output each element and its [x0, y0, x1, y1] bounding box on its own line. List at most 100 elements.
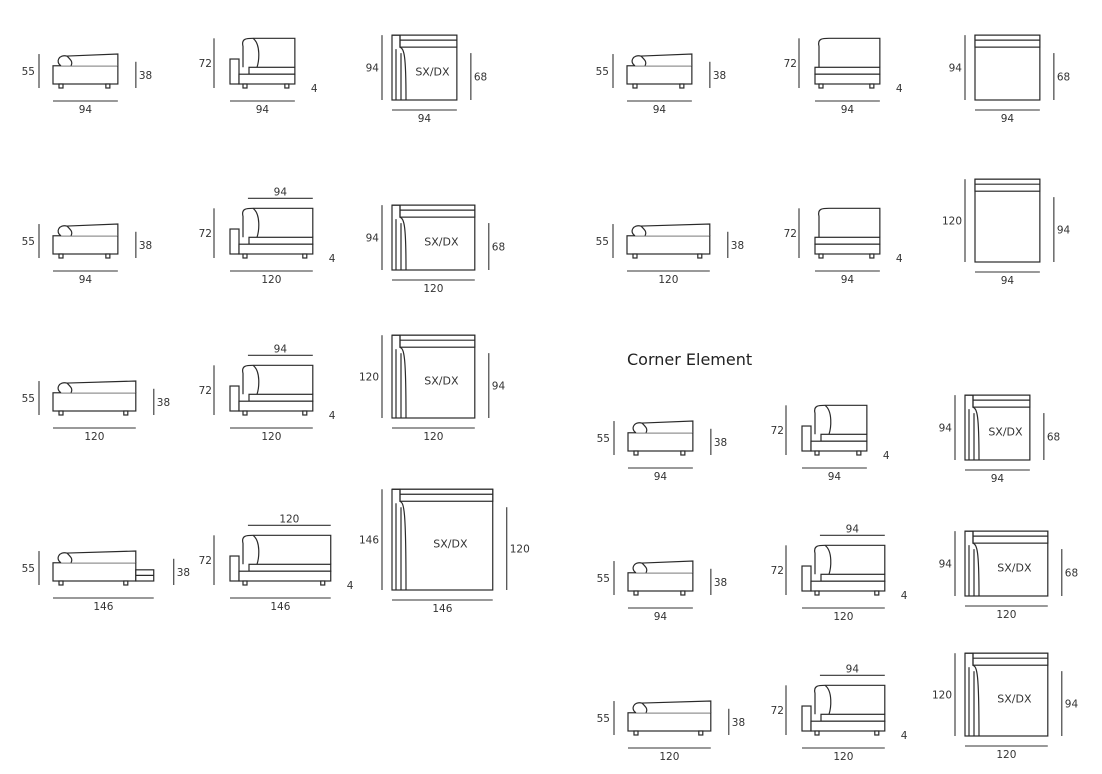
backrest-band: [974, 178, 1041, 192]
armrest: [229, 385, 240, 412]
back-cushion: [632, 420, 694, 434]
backrest-band: [972, 394, 1031, 408]
dimension-label: 120: [279, 513, 299, 525]
dimension-label: 72: [199, 555, 212, 567]
dimension-label: 38: [731, 240, 744, 252]
leg: [814, 450, 820, 456]
armrest: [229, 555, 240, 582]
backrest: [242, 364, 314, 395]
dimension-label: 94: [366, 63, 380, 75]
dimension-label: 94: [846, 523, 860, 535]
backrest: [814, 544, 886, 575]
cushion-curl: [640, 55, 647, 67]
orientation-label: SX/DX: [988, 426, 1023, 439]
back-cushion: [631, 223, 711, 237]
dimension-label: 120: [510, 544, 530, 556]
dimension-label: 55: [596, 236, 609, 248]
dimension-label: 55: [22, 66, 35, 78]
dimension-label: 38: [732, 717, 745, 729]
leg: [874, 730, 880, 736]
orientation-label: SX/DX: [997, 562, 1032, 575]
seat-cushion: [814, 236, 881, 245]
dimension-label: 120: [833, 751, 853, 763]
dimension-label: 120: [932, 690, 952, 702]
seat-cushion: [814, 66, 881, 75]
sofa-base: [810, 440, 868, 452]
sofa-base: [810, 720, 886, 732]
backrest-band: [972, 530, 1049, 544]
backrest-curve: [252, 207, 260, 238]
dimension-label: 120: [359, 372, 379, 384]
foot-height-label: 4: [901, 730, 908, 742]
backrest-curve: [824, 544, 832, 575]
corner-element-heading: Corner Element: [627, 350, 753, 369]
leg: [302, 253, 308, 259]
cushion-curl: [66, 55, 73, 67]
dimension-label: 94: [939, 559, 953, 571]
backrest: [818, 207, 881, 238]
dimension-label: 94: [841, 104, 855, 116]
leg: [818, 83, 824, 89]
dimension-label: 120: [658, 274, 678, 286]
armrest-band: [965, 394, 980, 461]
leg: [58, 83, 64, 89]
dimension-label: 94: [1001, 275, 1015, 287]
dimension-label: 72: [771, 565, 784, 577]
back-cushion: [632, 700, 712, 714]
armrest-band: [392, 204, 407, 271]
dimension-label: 146: [270, 601, 290, 613]
backrest-curve: [252, 37, 260, 68]
foot-height-label: 4: [896, 83, 903, 95]
dimension-label: 146: [93, 601, 113, 613]
back-cushion: [57, 550, 137, 564]
dimension-label: 94: [841, 274, 855, 286]
dimension-label: 120: [659, 751, 679, 763]
seat-cushion: [248, 66, 296, 75]
sofa-body: [626, 235, 711, 255]
backrest: [242, 534, 332, 565]
leg: [697, 253, 703, 259]
backrest-band: [399, 488, 494, 502]
sofa-body: [627, 432, 694, 452]
armrest-band: [392, 334, 407, 419]
dimension-label: 120: [423, 283, 443, 295]
leg: [679, 83, 685, 89]
dimension-label: 55: [596, 66, 609, 78]
dimension-label: 72: [199, 385, 212, 397]
cushion-curl: [640, 225, 647, 237]
cushion-curl: [641, 562, 648, 574]
dimension-label: 94: [654, 471, 668, 483]
leg: [680, 590, 686, 596]
armrest: [801, 705, 812, 732]
leg: [242, 580, 248, 586]
dimension-label: 55: [22, 393, 35, 405]
dimension-label: 120: [996, 749, 1016, 761]
seat-cushion: [248, 236, 314, 245]
dimension-label: 94: [654, 611, 668, 623]
dimension-label: 55: [22, 563, 35, 575]
armrest: [801, 425, 812, 452]
dimension-label: 68: [1065, 568, 1078, 580]
dimension-label: 94: [846, 663, 860, 675]
dimension-label: 94: [274, 186, 288, 198]
dimension-label: 55: [597, 573, 610, 585]
sofa-base: [238, 570, 332, 582]
